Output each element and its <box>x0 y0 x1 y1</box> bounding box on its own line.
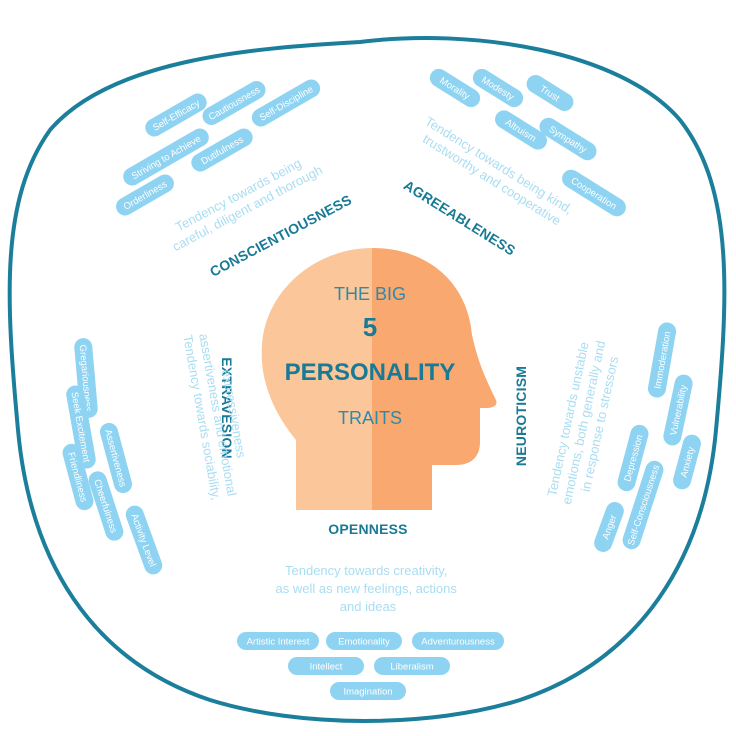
facet-pill: Trust <box>526 74 574 112</box>
openness-desc-line-2: as well as new feelings, actions <box>276 581 458 596</box>
neuroticism-description: Tendency towards unstable emotions, both… <box>543 332 624 509</box>
facet-pill: Intellect <box>288 657 364 675</box>
neuroticism-section: NEUROTICISM Tendency towards unstable em… <box>513 322 701 552</box>
facet-pill: Anxiety <box>673 434 701 490</box>
neuroticism-title: NEUROTICISM <box>513 366 529 466</box>
facet-pill: Activity Level <box>125 505 163 575</box>
facet-label: Artistic Interest <box>247 637 310 648</box>
openness-description: Tendency towards creativity, as well as … <box>276 563 461 614</box>
conscientiousness-description: Tendency towards being careful, diligent… <box>162 148 325 254</box>
facet-label: Self-Discipline <box>258 84 316 124</box>
center-line-3: PERSONALITY <box>285 359 456 386</box>
center-line-1: THE BIG <box>334 284 406 304</box>
conscientiousness-desc-line-2: careful, diligent and thorough <box>170 162 325 254</box>
facet-label: Emotionality <box>338 637 390 648</box>
head-silhouette <box>261 248 497 510</box>
openness-section: OPENNESS Tendency towards creativity, as… <box>237 521 504 700</box>
openness-title: OPENNESS <box>328 521 407 537</box>
extravesion-section: EXTRAVESION Tendency towards sociability… <box>62 328 256 575</box>
extravesion-title: EXTRAVESION <box>219 357 235 459</box>
center-line-4: TRAITS <box>338 408 402 428</box>
facet-label: Imagination <box>343 687 392 698</box>
facet-pill: Anger <box>594 502 624 552</box>
openness-desc-line-3: and ideas <box>340 599 397 614</box>
outer-outline <box>7 36 727 723</box>
facet-pill: Adventurousness <box>412 632 504 650</box>
facet-label: Adventurousness <box>421 637 495 648</box>
facet-pill: Emotionality <box>326 632 402 650</box>
facet-pill: Imagination <box>330 682 406 700</box>
head-right-half <box>372 248 497 510</box>
extravesion-description: Tendency towards sociability, assertiven… <box>180 328 256 505</box>
facet-label: Liberalism <box>390 662 433 673</box>
center-line-2: 5 <box>363 312 377 342</box>
facet-pill: Liberalism <box>374 657 450 675</box>
openness-desc-line-1: Tendency towards creativity, <box>285 563 447 578</box>
facet-label: Intellect <box>310 662 343 673</box>
conscientiousness-section: CONSCIENTIOUSNESS Tendency towards being… <box>116 79 354 280</box>
facet-pill: Artistic Interest <box>237 632 319 650</box>
facet-pill: Immoderation <box>647 322 677 398</box>
agreeableness-section: AGREEABLENESS Tendency towards being kin… <box>401 68 626 259</box>
facet-pill: Modesty <box>472 68 524 108</box>
head-left-half <box>261 248 372 510</box>
